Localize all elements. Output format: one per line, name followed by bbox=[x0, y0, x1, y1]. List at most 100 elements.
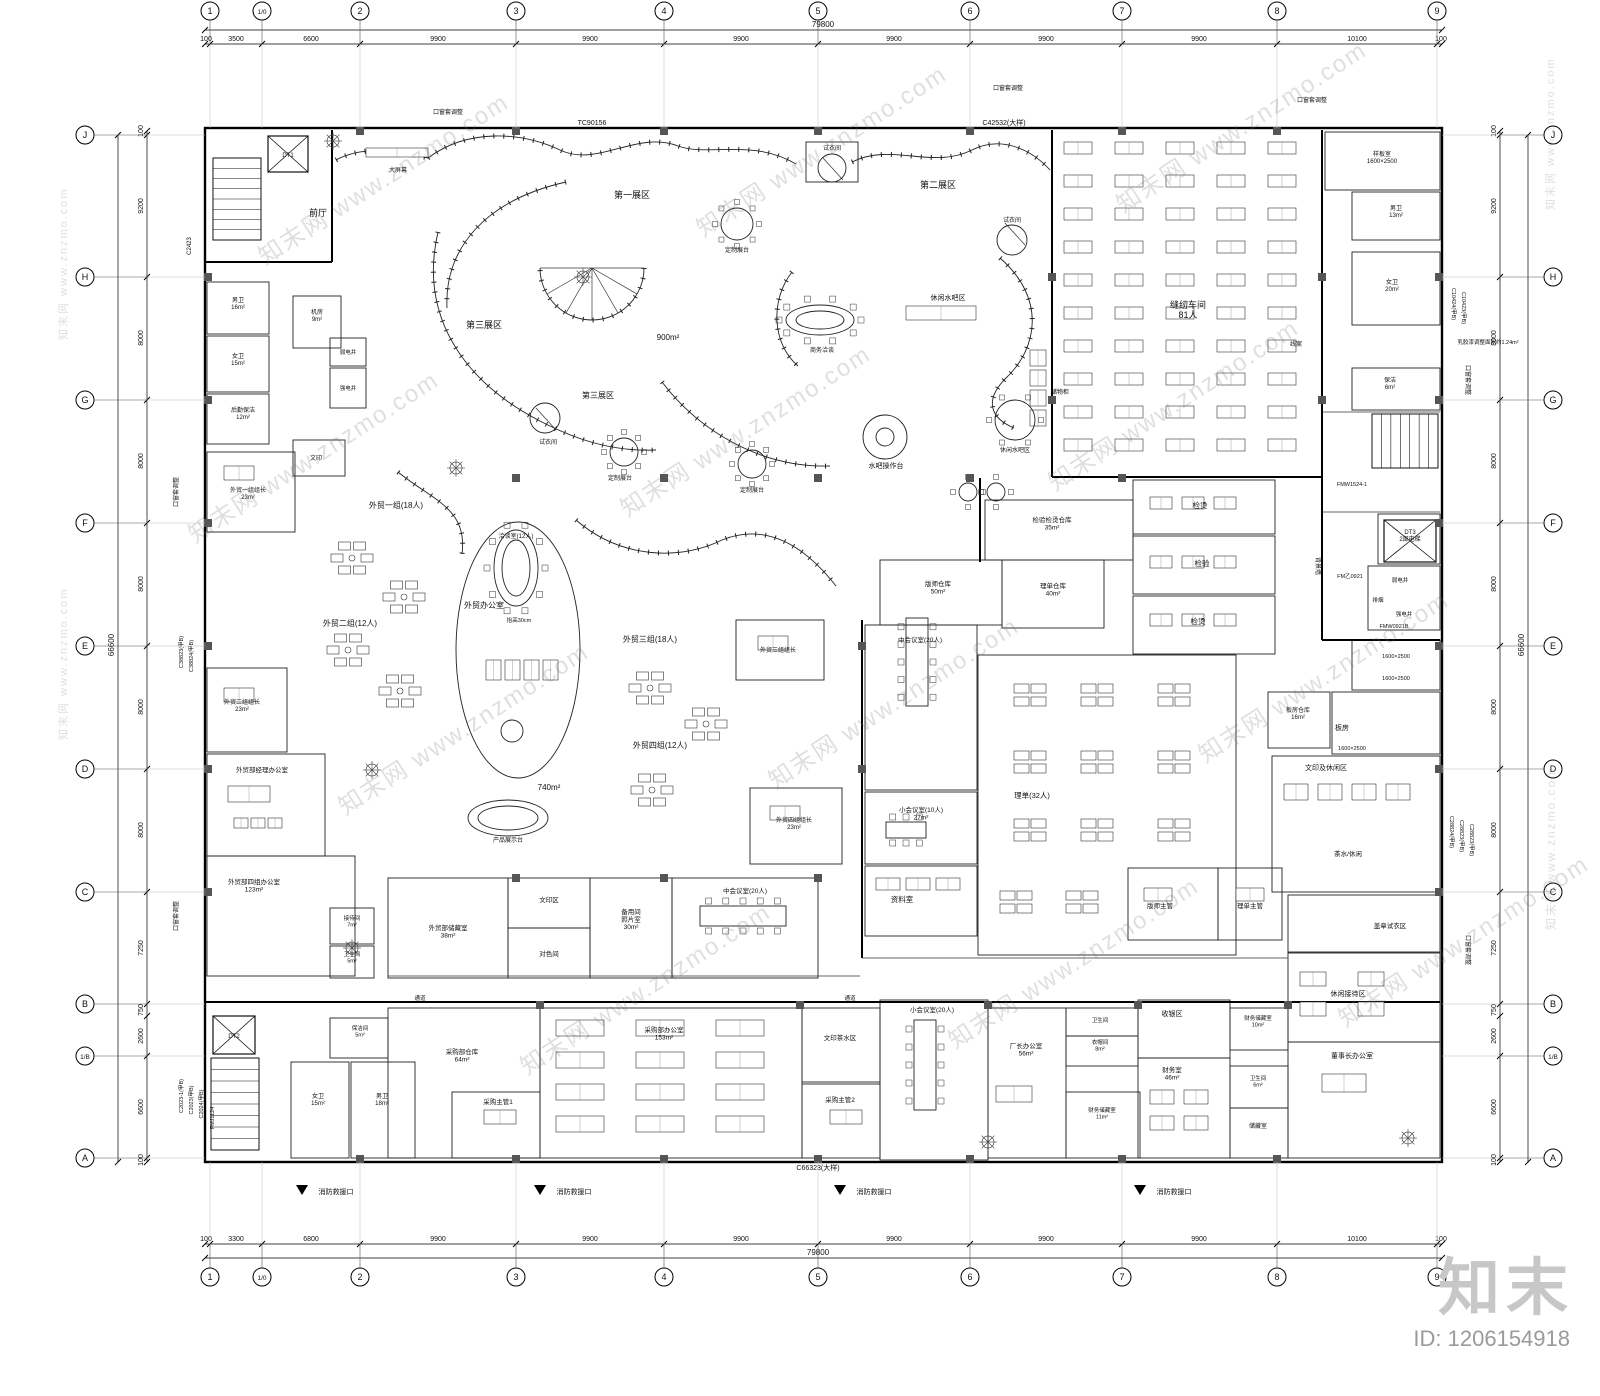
room-wall bbox=[1331, 691, 1441, 755]
dim-value: 3300 bbox=[228, 1236, 244, 1243]
chair bbox=[937, 1079, 945, 1087]
grid-bubble-label: J bbox=[1551, 130, 1556, 140]
exhibition-wall bbox=[575, 519, 837, 587]
chair bbox=[769, 461, 775, 467]
desk bbox=[412, 592, 426, 602]
room-wall bbox=[1229, 1007, 1289, 1051]
desk bbox=[1030, 763, 1047, 774]
room-label: 外贸三组(18人) bbox=[623, 634, 678, 644]
conference-table bbox=[905, 617, 929, 707]
room-wall bbox=[206, 335, 270, 393]
room-label: 外贸部经理办公室 bbox=[236, 765, 289, 774]
dim-value: 6800 bbox=[303, 1236, 319, 1243]
desk bbox=[1080, 763, 1097, 774]
plant-icon bbox=[981, 1141, 989, 1149]
chair bbox=[937, 1043, 945, 1051]
dim-value: 9900 bbox=[1191, 36, 1207, 43]
chair bbox=[889, 839, 896, 847]
grid-bubble-label: 7 bbox=[1119, 1272, 1124, 1282]
grid-bubble-label: 2 bbox=[357, 6, 362, 16]
room-wall bbox=[879, 999, 989, 1161]
plant-icon bbox=[326, 140, 334, 148]
room-label: 检验 bbox=[1195, 558, 1211, 568]
column bbox=[1435, 888, 1443, 896]
room-label: C28823(甲B) bbox=[1458, 820, 1465, 852]
desk bbox=[1174, 763, 1191, 774]
plant-icon bbox=[345, 947, 353, 955]
desk bbox=[1157, 696, 1174, 707]
circle-feature bbox=[996, 224, 1028, 256]
round-table bbox=[958, 482, 978, 502]
room-label: 通道 bbox=[844, 994, 856, 1002]
exhibition-wall-ticks bbox=[444, 179, 567, 309]
image-id-label: ID: 1206154918 bbox=[1413, 1326, 1570, 1351]
line-feature bbox=[822, 157, 844, 181]
round-table bbox=[609, 437, 639, 467]
desk bbox=[360, 553, 374, 563]
room-label: TC90156 bbox=[578, 120, 607, 127]
desk bbox=[638, 773, 651, 783]
chair bbox=[763, 447, 769, 453]
round-table bbox=[862, 414, 908, 460]
chair bbox=[712, 221, 718, 227]
room-label: 试衣间 bbox=[1003, 216, 1021, 224]
column bbox=[1134, 1001, 1142, 1009]
chair bbox=[849, 303, 857, 311]
chair bbox=[1038, 417, 1044, 423]
dim-value: 10100 bbox=[1347, 36, 1367, 43]
desk bbox=[1082, 903, 1099, 914]
column bbox=[204, 273, 212, 281]
room-label: 中会议室(20人) bbox=[898, 635, 942, 644]
column bbox=[204, 642, 212, 650]
column bbox=[1048, 396, 1056, 404]
plant-icon bbox=[981, 1135, 989, 1143]
dim-value: 2600 bbox=[1491, 1028, 1498, 1044]
room-label: 强电井 bbox=[340, 384, 357, 392]
round-table bbox=[720, 207, 754, 241]
chair bbox=[621, 429, 627, 435]
chair bbox=[993, 504, 999, 510]
room-label: 外贸办公室 bbox=[464, 600, 504, 610]
column bbox=[966, 127, 974, 135]
exhibition-wall-ticks bbox=[574, 518, 838, 588]
grid-bubble-label: 5 bbox=[815, 1272, 820, 1282]
desk bbox=[630, 785, 644, 795]
chair bbox=[718, 205, 725, 212]
chair bbox=[774, 927, 781, 935]
plant-icon bbox=[345, 941, 353, 949]
grid-bubble-label: D bbox=[82, 764, 89, 774]
desk bbox=[638, 797, 651, 807]
room-label: 外贸二组(12人) bbox=[323, 618, 378, 628]
elevator bbox=[212, 1015, 256, 1055]
chair bbox=[775, 316, 783, 324]
chair bbox=[929, 693, 937, 701]
exhibition-wall bbox=[397, 471, 464, 555]
desk bbox=[1157, 750, 1174, 761]
column bbox=[1435, 396, 1443, 404]
exhibition-wall bbox=[539, 267, 645, 321]
desk bbox=[714, 719, 728, 729]
chair bbox=[999, 394, 1005, 401]
desk bbox=[658, 683, 672, 693]
desk bbox=[1097, 831, 1114, 842]
chair bbox=[929, 623, 937, 631]
room-wall bbox=[329, 367, 367, 409]
dim-tick bbox=[1438, 26, 1446, 34]
room-label: 消防救援口 bbox=[1157, 1187, 1192, 1196]
chair bbox=[641, 449, 647, 455]
column bbox=[356, 127, 364, 135]
chair bbox=[783, 303, 791, 311]
cluster-center bbox=[400, 593, 408, 601]
desk bbox=[334, 633, 347, 643]
grid-bubble-label: 9 bbox=[1434, 1272, 1439, 1282]
room-wall bbox=[1229, 1107, 1289, 1159]
plant-icon bbox=[582, 276, 590, 284]
grid-bubble-label: 5 bbox=[815, 6, 820, 16]
chair bbox=[536, 591, 543, 598]
room-label: 外贸三组组长 bbox=[760, 646, 796, 654]
dim-value: 9900 bbox=[886, 1236, 902, 1243]
desk bbox=[1016, 903, 1033, 914]
